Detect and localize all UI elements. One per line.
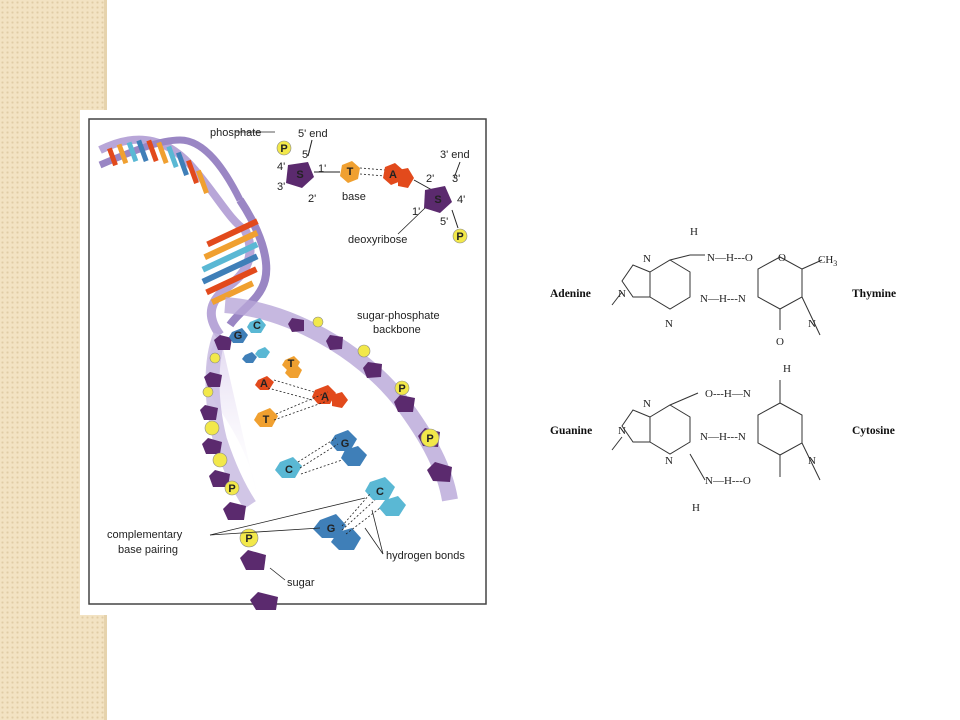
cytosine-label: Cytosine <box>852 425 895 437</box>
svg-text:N: N <box>618 288 626 300</box>
callout-labels: sugar-phosphate backbone complementary b… <box>107 310 465 589</box>
svg-text:T: T <box>288 358 295 370</box>
svg-text:backbone: backbone <box>373 324 421 336</box>
svg-text:3': 3' <box>452 173 460 185</box>
svg-text:N—H---N: N—H---N <box>700 293 746 305</box>
svg-text:sugar-phosphate: sugar-phosphate <box>357 310 440 322</box>
svg-text:P: P <box>398 383 405 395</box>
base-pair-structures: Adenine Thymine Guanine Cytosine H N—H--… <box>550 226 896 514</box>
svg-text:N: N <box>643 253 651 265</box>
svg-text:O: O <box>778 252 786 264</box>
svg-text:P: P <box>280 143 287 155</box>
svg-text:A: A <box>389 169 397 181</box>
svg-text:G: G <box>234 330 243 342</box>
dna-diagram: P P P P <box>88 118 487 610</box>
base-pair-chemistry: Adenine Thymine Guanine Cytosine H N—H--… <box>540 215 910 520</box>
svg-text:N—H---O: N—H---O <box>707 252 753 264</box>
base-pairs: G C T A A T G C C G <box>229 318 406 550</box>
svg-text:S: S <box>434 194 441 206</box>
svg-text:G: G <box>341 438 350 450</box>
svg-text:5': 5' <box>302 149 310 161</box>
svg-text:N: N <box>665 318 673 330</box>
svg-text:N: N <box>618 425 626 437</box>
svg-text:O: O <box>776 336 784 348</box>
svg-text:O---H—N: O---H—N <box>705 388 751 400</box>
svg-text:N: N <box>808 318 816 330</box>
svg-text:deoxyribose: deoxyribose <box>348 234 407 246</box>
svg-text:CH3: CH3 <box>818 254 837 268</box>
svg-text:4': 4' <box>277 161 285 173</box>
svg-text:4': 4' <box>457 194 465 206</box>
svg-text:H: H <box>690 226 698 238</box>
svg-text:N: N <box>665 455 673 467</box>
svg-text:5' end: 5' end <box>298 128 328 140</box>
svg-text:P: P <box>456 231 463 243</box>
svg-text:H: H <box>692 502 700 514</box>
svg-text:5': 5' <box>440 216 448 228</box>
dna-diagram-panel: P P P P <box>80 110 495 615</box>
left-backbone <box>200 335 278 610</box>
svg-text:C: C <box>376 486 384 498</box>
svg-text:C: C <box>253 320 261 332</box>
svg-text:A: A <box>321 391 329 403</box>
svg-text:A: A <box>260 378 268 390</box>
phosphate-groups <box>202 316 440 548</box>
svg-text:phosphate: phosphate <box>210 127 261 139</box>
svg-text:G: G <box>327 523 336 535</box>
guanine-label: Guanine <box>550 425 592 437</box>
svg-text:N: N <box>643 398 651 410</box>
svg-text:N—H---N: N—H---N <box>700 431 746 443</box>
adenine-label: Adenine <box>550 288 591 300</box>
svg-text:P: P <box>228 483 235 495</box>
svg-text:base: base <box>342 191 366 203</box>
svg-text:N: N <box>808 455 816 467</box>
svg-text:1': 1' <box>318 163 326 175</box>
svg-text:T: T <box>263 414 270 426</box>
thymine-label: Thymine <box>852 288 896 300</box>
svg-text:2': 2' <box>426 173 434 185</box>
svg-text:T: T <box>347 166 354 178</box>
svg-text:P: P <box>245 533 252 545</box>
phosphate-letters: P P P P <box>228 383 433 545</box>
svg-text:N—H---O: N—H---O <box>705 475 751 487</box>
svg-text:3' end: 3' end <box>440 149 470 161</box>
svg-text:complementary: complementary <box>107 529 183 541</box>
svg-text:S: S <box>296 169 303 181</box>
svg-text:sugar: sugar <box>287 577 315 589</box>
svg-text:3': 3' <box>277 181 285 193</box>
svg-text:hydrogen bonds: hydrogen bonds <box>386 550 465 562</box>
svg-text:C: C <box>285 464 293 476</box>
nucleotide-detail: phosphate P 5' end 5' S 4' 3' 2' 1' T ba… <box>210 127 470 246</box>
svg-text:1': 1' <box>412 206 420 218</box>
svg-text:2': 2' <box>308 193 316 205</box>
svg-text:P: P <box>426 433 433 445</box>
svg-text:base pairing: base pairing <box>118 544 178 556</box>
svg-text:H: H <box>783 363 791 375</box>
